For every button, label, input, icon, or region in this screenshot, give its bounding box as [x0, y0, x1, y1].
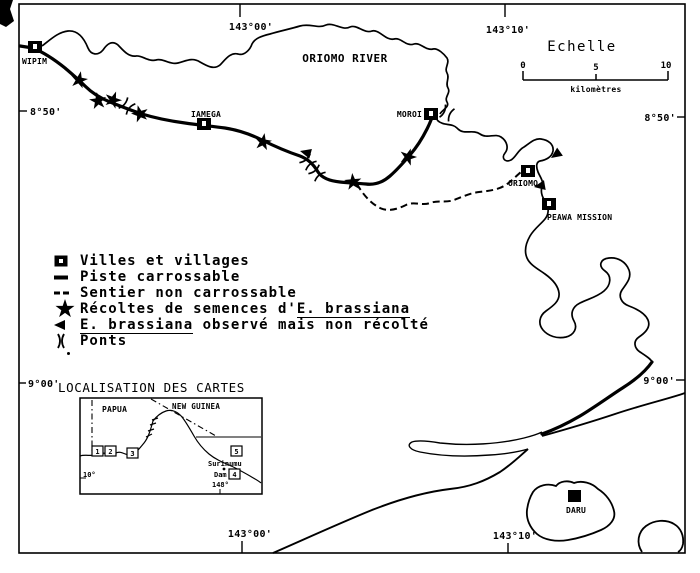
inset-label-surinumu: Surinumu — [208, 460, 242, 468]
lat-label-left-north: 8°50' — [30, 107, 62, 118]
village-marker-oriomo — [521, 165, 535, 177]
daru-island — [525, 480, 616, 542]
legend-label-piste: Piste carrossable — [80, 269, 241, 285]
map-border — [18, 3, 686, 554]
inset-number-5: 5 — [234, 448, 238, 456]
village-marker-peawa — [542, 198, 556, 210]
inset-boundary-lines — [91, 398, 217, 452]
thick-dash-icon — [54, 275, 80, 280]
scan-artifact — [0, 0, 14, 27]
village-label-iamega: IAMEGA — [191, 110, 221, 119]
dashed-line-icon — [54, 291, 80, 295]
sentier-trail — [356, 171, 522, 211]
scale-unit: kilomètres — [570, 84, 621, 94]
scale-bar — [522, 71, 669, 81]
inset-lon-label: 148° — [212, 481, 229, 489]
legend-label-ponts: Ponts — [80, 333, 128, 349]
scale-tick-0: 0 — [520, 61, 525, 71]
inset-label-papua: PAPUA — [102, 405, 127, 414]
triangle-icon — [54, 320, 80, 330]
piste-track — [18, 44, 435, 186]
village-label-peawa: PEAWA MISSION — [547, 213, 612, 222]
village-label-daru: DARU — [566, 506, 586, 515]
legend-label-recoltes: Récoltes de semences d'E. brassiana — [80, 301, 411, 318]
legend-label-sentier: Sentier non carrossable — [80, 285, 297, 301]
lon-label-top-west: 143°00' — [229, 22, 273, 33]
village-square-icon — [54, 255, 80, 268]
inset-label-new-guinea: NEW GUINEA — [172, 402, 220, 411]
legend-row-ponts: Ponts — [54, 333, 429, 349]
village-label-moroi: MOROI — [397, 110, 422, 119]
inset-number-4: 4 — [232, 471, 236, 479]
legend-row-piste: Piste carrossable — [54, 269, 429, 285]
inset-map: PAPUA NEW GUINEA Surinumu Dam 1 2 3 4 5 … — [79, 397, 263, 495]
lon-label-bottom-east: 143°10' — [493, 531, 537, 542]
lat-label-left-south: 9°00' — [28, 379, 60, 390]
inset-number-1: 1 — [95, 448, 99, 456]
inset-title: LOCALISATION DES CARTES — [58, 380, 245, 395]
bridge-legend-icon — [54, 333, 80, 349]
star-icon — [54, 299, 80, 319]
scale-tick-5: 5 — [593, 63, 598, 73]
lat-label-right-north: 8°50' — [644, 113, 676, 124]
legend: Villes et villages Piste carrossable Sen… — [54, 253, 429, 355]
coastline-main — [272, 392, 686, 554]
oriomo-river-lower — [436, 119, 653, 363]
graticule-ticks — [19, 4, 685, 553]
oriomo-river-upper — [41, 23, 450, 115]
river-label: ORIOMO RIVER — [302, 52, 387, 65]
legend-label-villages: Villes et villages — [80, 253, 250, 269]
village-marker-wipim — [28, 41, 42, 53]
legend-row-observe: E. brassiana observé mais non récolté — [54, 317, 429, 334]
legend-stray-dot — [67, 352, 70, 355]
estuary-spit — [408, 431, 543, 457]
lon-label-top-east: 143°10' — [486, 25, 530, 36]
lat-label-right-south: 9°00' — [643, 376, 675, 387]
legend-row-villages: Villes et villages — [54, 253, 429, 269]
village-marker-iamega — [197, 118, 211, 130]
scale-title: Echelle — [547, 39, 617, 55]
village-marker-moroi — [424, 108, 438, 120]
species-name: E. brassiana — [80, 317, 194, 334]
lon-label-bottom-west: 143°00' — [228, 529, 272, 540]
scale-tick-10: 10 — [661, 61, 672, 71]
village-label-oriomo: ORIOMO — [508, 179, 538, 188]
corner-island — [637, 519, 685, 553]
inset-lat-label: 10° — [83, 471, 96, 479]
inset-number-2: 2 — [108, 448, 112, 456]
village-label-wipim: WIPIM — [22, 57, 47, 66]
legend-label-observe: E. brassiana observé mais non récolté — [80, 317, 429, 334]
inset-label-dam: Dam — [214, 471, 227, 479]
village-marker-daru — [568, 490, 581, 502]
inset-number-3: 3 — [130, 450, 134, 458]
estuary-north-shore — [540, 360, 654, 436]
species-name: E. brassiana — [296, 301, 411, 318]
inset-number-boxes: 1 2 3 4 5 — [91, 445, 243, 480]
legend-row-sentier: Sentier non carrossable — [54, 285, 429, 301]
legend-row-recoltes: Récoltes de semences d'E. brassiana — [54, 299, 429, 319]
inset-dam-dot — [222, 467, 226, 471]
